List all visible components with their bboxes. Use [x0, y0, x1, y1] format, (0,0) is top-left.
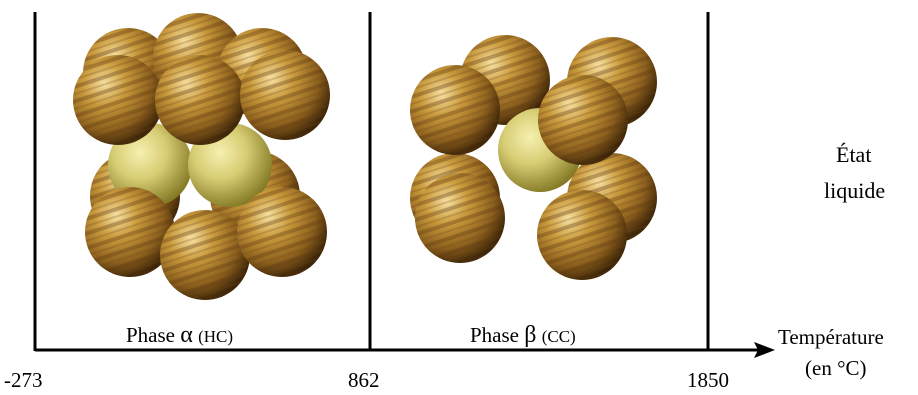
beta-crystal-illustration — [410, 35, 657, 280]
alpha-crystal-illustration — [73, 13, 330, 300]
axis-arrowhead — [754, 342, 775, 358]
tick-label-862: 862 — [348, 368, 380, 392]
phase-beta-label: Phase β (CC) — [470, 322, 576, 348]
axis-title-line2: (en °C) — [805, 356, 867, 380]
tick-label-minus273: -273 — [4, 368, 43, 392]
axis-title-line1: Température — [778, 325, 884, 349]
liquid-state-line2: liquide — [824, 178, 886, 203]
tick-label-1850: 1850 — [687, 368, 729, 392]
liquid-state-line1: État — [836, 142, 872, 167]
phase-alpha-label: Phase α (HC) — [126, 322, 234, 348]
